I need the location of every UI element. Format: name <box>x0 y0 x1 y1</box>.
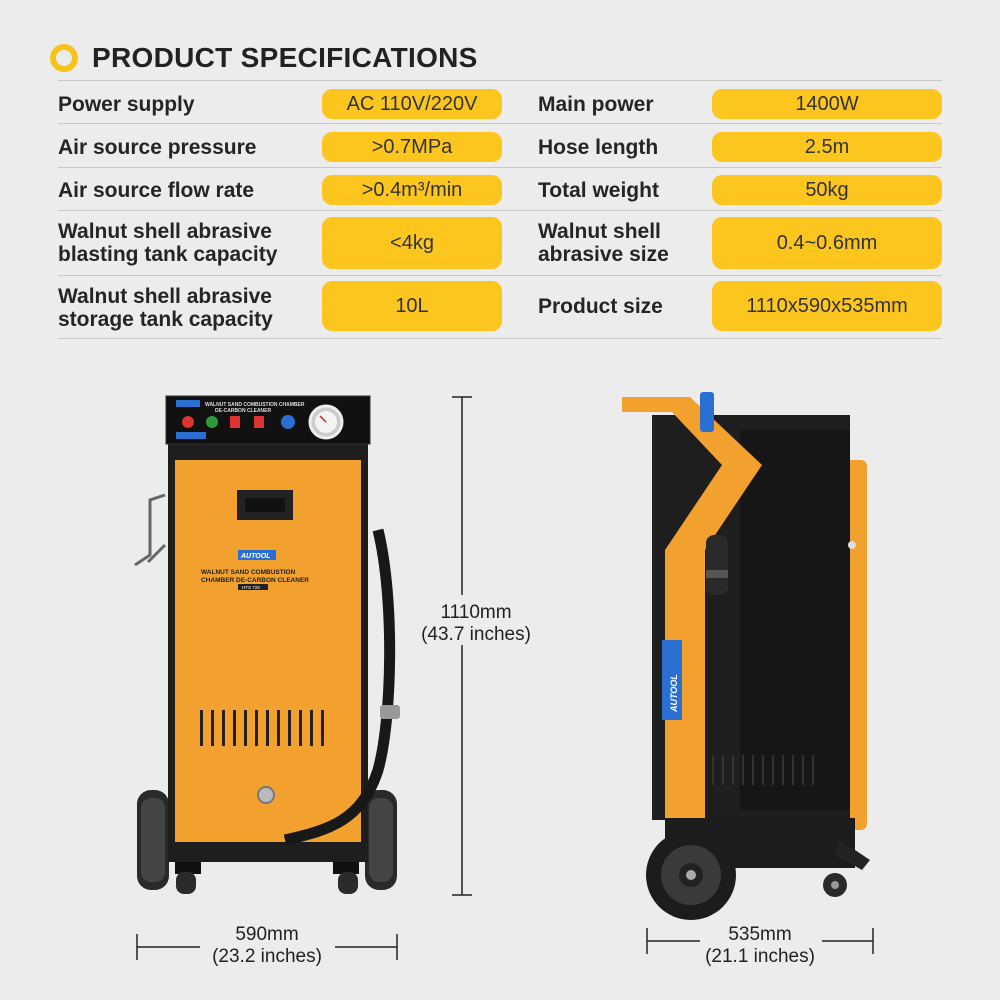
spec-label: Power supply <box>58 93 195 116</box>
front-label-line1: WALNUT SAND COMBUSTION <box>201 569 296 576</box>
start-button-icon <box>206 416 218 428</box>
spec-label: Main power <box>538 93 654 116</box>
height-inches: (43.7 inches) <box>421 624 531 645</box>
spec-value: <4kg <box>322 217 502 269</box>
product-drawing: WALNUT SAND COMBUSTION CHAMBER DE-CARBON… <box>134 392 874 960</box>
bullet-icon <box>50 44 78 72</box>
knob-icon <box>281 415 295 429</box>
switch-icon <box>230 416 240 428</box>
panel-title: WALNUT SAND COMBUSTION CHAMBER <box>205 402 305 408</box>
spec-table: Power supply AC 110V/220V Main power 140… <box>58 80 942 339</box>
spec-value: >0.4m³/min <box>322 175 502 205</box>
depth-inches: (21.1 inches) <box>705 946 815 967</box>
page-title: PRODUCT SPECIFICATIONS <box>92 42 478 73</box>
spec-value: AC 110V/220V <box>322 89 502 119</box>
spec-row: Power supply AC 110V/220V Main power 140… <box>58 80 942 123</box>
spec-label: Hose length <box>538 136 659 159</box>
spec-value: 10L <box>322 281 502 331</box>
spec-row: Air source pressure >0.7MPa Hose length … <box>58 123 942 167</box>
spec-label: Walnut shell abrasive size <box>538 220 669 266</box>
spec-value: 0.4~0.6mm <box>712 217 942 269</box>
spec-label: Total weight <box>538 179 659 202</box>
switch-icon <box>254 416 264 428</box>
hose <box>283 528 396 846</box>
front-view: WALNUT SAND COMBUSTION CHAMBER DE-CARBON… <box>134 395 400 894</box>
side-vent-grille <box>712 755 814 785</box>
spec-value: >0.7MPa <box>322 132 502 162</box>
spec-row: Air source flow rate >0.4m³/min Total we… <box>58 167 942 210</box>
height-dimension: 1110mm (43.7 inches) <box>408 602 544 646</box>
spec-label: Air source flow rate <box>58 179 255 202</box>
spec-label: Walnut shell abrasive storage tank capac… <box>58 285 273 331</box>
depth-dimension: 535mm (21.1 inches) <box>692 924 828 968</box>
spec-value: 1400W <box>712 89 942 119</box>
product-figure: WALNUT SAND COMBUSTION CHAMBER DE-CARBON… <box>0 340 1000 1000</box>
vent-grille <box>200 710 324 746</box>
brand-logo: AUTOOL <box>240 553 270 560</box>
spec-label: Air source pressure <box>58 136 257 159</box>
model-label: HTS 728 <box>242 585 260 590</box>
width-inches: (23.2 inches) <box>212 946 322 967</box>
spec-value: 1110x590x535mm <box>712 281 942 331</box>
width-dimension: 590mm (23.2 inches) <box>197 924 337 968</box>
height-mm: 1110mm <box>440 602 512 623</box>
spec-value: 50kg <box>712 175 942 205</box>
depth-mm: 535mm <box>728 924 792 945</box>
emergency-stop-icon <box>182 416 194 428</box>
air-inlet-icon <box>257 786 275 804</box>
spec-label: Product size <box>538 295 663 318</box>
spec-label: Walnut shell abrasive blasting tank capa… <box>58 220 278 266</box>
spec-value: 2.5m <box>712 132 942 162</box>
spec-row: Walnut shell abrasive storage tank capac… <box>58 275 942 339</box>
spec-row: Walnut shell abrasive blasting tank capa… <box>58 210 942 275</box>
panel-subtitle: DE-CARBON CLEANER <box>215 408 272 414</box>
side-brand-logo: AUTOOL <box>669 674 679 713</box>
side-view: AUTOOL <box>622 392 870 920</box>
front-label-line2: CHAMBER DE-CARBON CLEANER <box>201 577 309 584</box>
section-header: PRODUCT SPECIFICATIONS <box>50 38 478 78</box>
width-mm: 590mm <box>235 924 299 945</box>
